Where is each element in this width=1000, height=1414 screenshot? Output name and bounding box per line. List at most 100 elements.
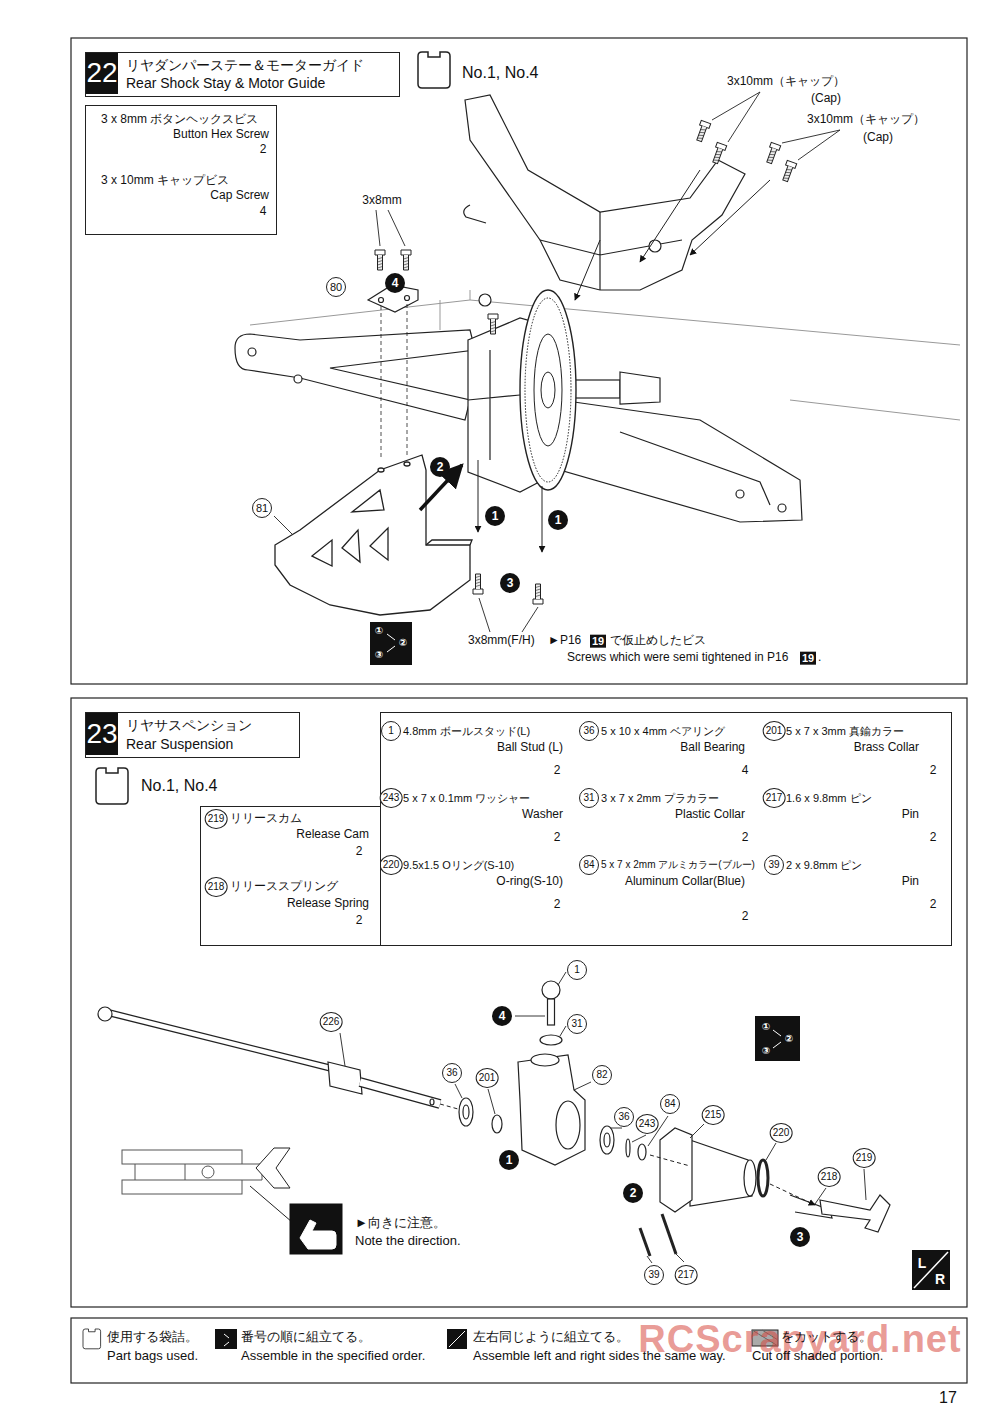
- motor-guide: [426, 540, 472, 545]
- motor-guide: [275, 455, 472, 615]
- suspension-arm: [560, 400, 802, 522]
- wheel-hub: [660, 1128, 692, 1212]
- left-right-icon: [912, 1250, 950, 1290]
- part-number: 80: [326, 277, 346, 297]
- drive-shaft: [110, 1013, 330, 1068]
- part-text: 2: [554, 831, 561, 845]
- screw: [533, 584, 543, 604]
- note-text: Note the direction.: [355, 1234, 461, 1249]
- part-text: 218: [205, 877, 228, 897]
- step-number: 23: [86, 713, 118, 755]
- legend-text: Assemble in the specified order.: [241, 1349, 425, 1364]
- part-text: 2: [554, 898, 561, 912]
- detail-inset: [122, 1148, 342, 1254]
- part-text: リリースカム: [230, 812, 302, 826]
- part-text: Washer: [522, 808, 563, 822]
- detail-inset: [122, 1180, 242, 1194]
- legend-text: Assemble left and right sides the same w…: [473, 1349, 726, 1364]
- parts-box: 14.8mm ボールスタッド(L)Ball Stud (L)2365 x 10 …: [380, 712, 952, 946]
- leader-line: [712, 92, 760, 142]
- parts-box: 3 x 8mm ボタンヘックスビスButton Hex Screw23 x 10…: [85, 105, 277, 235]
- step-title-text: Rear Suspension: [126, 736, 233, 752]
- leader-line: [479, 598, 538, 632]
- gearbox: [468, 350, 520, 460]
- assembly-arrow: [690, 180, 770, 255]
- step-order-number: 3: [500, 573, 520, 593]
- order-icon: [755, 1016, 800, 1061]
- assembly-arrow: [478, 170, 770, 552]
- note-text: で仮止めしたビス: [610, 634, 706, 648]
- hub-carrier: [459, 1098, 473, 1126]
- legend-text: Part bags used.: [107, 1349, 198, 1364]
- hub-carrier: [518, 1055, 585, 1165]
- part-text: 36: [579, 721, 599, 741]
- screw: [710, 142, 726, 164]
- shock-stay: [465, 95, 745, 290]
- part-text: 1.6 x 9.8mm ピン: [786, 792, 872, 805]
- part-number: 215: [702, 1105, 725, 1125]
- part-text: 3 x 7 x 2mm プラカラー: [601, 792, 719, 805]
- part-text: 4: [260, 205, 267, 219]
- hub-carrier: [542, 981, 560, 999]
- legend-icon: [224, 1334, 229, 1346]
- note-text: 3x8mm(F/H): [468, 634, 535, 648]
- part-text: 2: [356, 845, 363, 859]
- legend-text: 番号の順に組立てる。: [241, 1330, 371, 1345]
- icon-text: ①: [375, 625, 383, 637]
- part-text: 2: [260, 143, 267, 157]
- note-text: 19: [800, 652, 816, 665]
- hub-carrier: [604, 1133, 610, 1147]
- part-number: 219: [853, 1148, 876, 1168]
- detail-inset: [256, 1148, 290, 1188]
- drive-shaft: [360, 1082, 440, 1104]
- drive-shaft: [360, 1082, 440, 1104]
- suspension-arm: [778, 504, 786, 512]
- note-text: (Cap): [811, 92, 841, 106]
- wheel-hub: [662, 1214, 676, 1254]
- spur-gear: [520, 290, 576, 490]
- motor-guide: [312, 490, 388, 566]
- spur-gear: [525, 298, 571, 482]
- icon-text: ②: [399, 637, 407, 649]
- wheel-hub: [744, 1160, 756, 1196]
- hub-carrier: [626, 1139, 630, 1157]
- part-text: 5 x 7 x 2mm アルミカラー(ブルー): [601, 859, 755, 871]
- icon-text: R: [935, 1271, 945, 1287]
- part-text: 31: [579, 788, 599, 808]
- part-text: 2: [930, 898, 937, 912]
- part-text: Release Spring: [287, 897, 369, 911]
- hub-carrier: [548, 999, 555, 1025]
- assembly-arrow: [542, 486, 543, 552]
- part-text: 5 x 7 x 3mm 真鍮カラー: [786, 725, 904, 738]
- part-text: O-ring(S-10): [496, 875, 563, 889]
- leader-line: [376, 210, 405, 246]
- icon-text: ①: [762, 1021, 770, 1033]
- order-icon: [773, 1030, 781, 1048]
- leader-line: [340, 1033, 591, 1114]
- hub-carrier: [600, 1126, 614, 1154]
- hub-carrier: [492, 1115, 502, 1133]
- part-text: 4.8mm ボールスタッド(L): [403, 725, 530, 738]
- suspension-arm: [736, 490, 744, 498]
- part-text: 5 x 7 x 0.1mm ワッシャー: [403, 792, 530, 805]
- part-text: 3 x 10mm キャップビス: [101, 174, 229, 188]
- part-number: 201: [476, 1068, 499, 1088]
- detail-inset: [250, 1186, 292, 1222]
- part-text: 84: [579, 855, 599, 875]
- legend-text: 使用する袋詰。: [107, 1330, 198, 1345]
- screw: [764, 142, 780, 164]
- note-text: No.1, No.4: [462, 64, 538, 82]
- step-order-number: 4: [492, 1006, 512, 1026]
- icon-text: ③: [762, 1045, 770, 1057]
- drive-shaft: [98, 1007, 440, 1105]
- part-text: 5 x 10 x 4mm ベアリング: [601, 725, 725, 738]
- shock-stay: [540, 212, 682, 290]
- part-text: Plastic Collar: [675, 808, 745, 822]
- step-order-number: 2: [430, 457, 450, 477]
- legend-icon: [215, 1329, 237, 1349]
- part-number: 36: [442, 1063, 462, 1083]
- shock-stay: [464, 95, 745, 306]
- part-text: 219: [205, 809, 228, 829]
- order-icon: [370, 622, 412, 665]
- suspension-arm: [248, 348, 256, 356]
